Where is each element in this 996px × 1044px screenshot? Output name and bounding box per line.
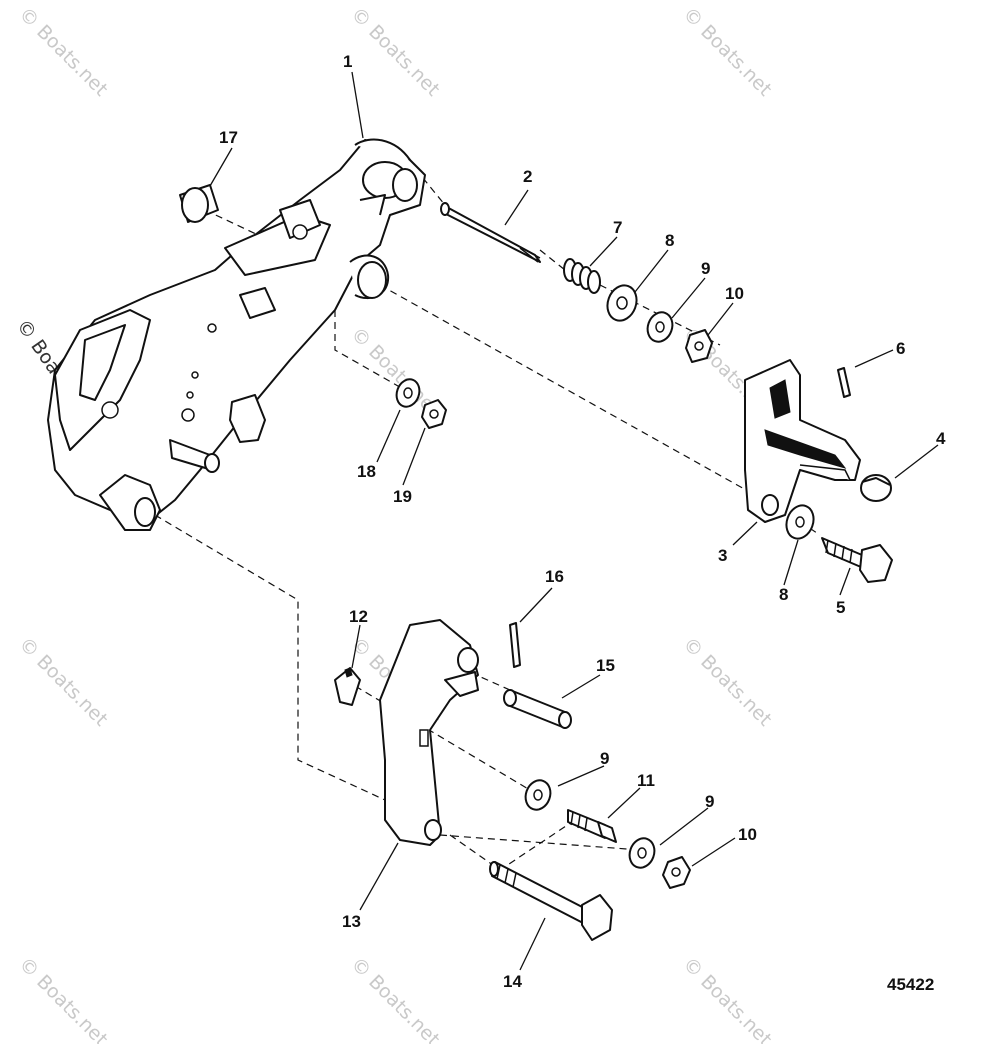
callout-3: 3 xyxy=(718,546,727,565)
callout-11: 11 xyxy=(637,771,655,790)
figure-number: 45422 xyxy=(887,975,934,994)
callout-16: 16 xyxy=(545,567,564,586)
washer-part-18 xyxy=(395,378,421,408)
leader-lines xyxy=(209,71,939,971)
stud-part-2 xyxy=(440,202,541,263)
watermark: © Boats.net xyxy=(678,3,776,101)
callout-15: 15 xyxy=(596,656,615,675)
washer-part-8-lower xyxy=(785,504,815,540)
clip-part-12 xyxy=(334,667,361,706)
callout-4: 4 xyxy=(936,429,946,448)
cotter-pin-part-6 xyxy=(837,367,851,398)
callout-10b: 10 xyxy=(738,825,757,844)
bracket-plate-part-1 xyxy=(47,138,426,531)
callout-12: 12 xyxy=(349,607,368,626)
callout-2: 2 xyxy=(523,167,532,186)
bolt-part-14 xyxy=(489,861,613,941)
stud-part-11 xyxy=(567,809,617,843)
callout-1: 1 xyxy=(343,52,352,71)
callout-labels: 1 2 3 4 5 6 7 8 8 9 9 9 10 10 11 12 13 1… xyxy=(219,52,946,991)
callout-19: 19 xyxy=(393,487,412,506)
callout-8a: 8 xyxy=(665,231,674,250)
callout-9a: 9 xyxy=(701,259,710,278)
watermark: © Boats.net xyxy=(678,633,776,731)
bushing-part-17 xyxy=(179,184,219,223)
cotter-pin-part-16 xyxy=(509,622,521,668)
callout-13: 13 xyxy=(342,912,361,931)
callout-6: 6 xyxy=(896,339,905,358)
callout-9b: 9 xyxy=(600,749,609,768)
cap-part-4 xyxy=(860,474,892,502)
bolt-part-5 xyxy=(821,537,893,583)
watermark: © Boats.net xyxy=(678,953,776,1044)
watermark: © Boats.net xyxy=(346,953,444,1044)
watermark: © Boats.net xyxy=(14,3,112,101)
callout-9c: 9 xyxy=(705,792,714,811)
watermark: © Boats.net xyxy=(14,953,112,1044)
callout-17: 17 xyxy=(219,128,238,147)
nut-part-10 xyxy=(685,329,713,363)
nut-part-10-lower xyxy=(662,856,691,889)
callout-10a: 10 xyxy=(725,284,744,303)
lever-part-3 xyxy=(744,359,861,523)
spring-part-7 xyxy=(563,258,601,294)
callout-14: 14 xyxy=(503,972,522,991)
washer-part-9-lower-right xyxy=(628,837,656,869)
washer-part-8 xyxy=(606,284,638,322)
watermark: © Boats.net xyxy=(346,3,444,101)
washer-part-9-lower-left xyxy=(524,779,552,811)
nut-part-19 xyxy=(421,399,447,429)
callout-5: 5 xyxy=(836,598,845,617)
arm-part-13 xyxy=(379,619,479,846)
watermark: © Boats.net xyxy=(14,633,112,731)
washer-part-9 xyxy=(646,311,674,343)
callout-18: 18 xyxy=(357,462,376,481)
callout-8b: 8 xyxy=(779,585,788,604)
pin-part-15 xyxy=(503,689,572,729)
callout-7: 7 xyxy=(613,218,622,237)
